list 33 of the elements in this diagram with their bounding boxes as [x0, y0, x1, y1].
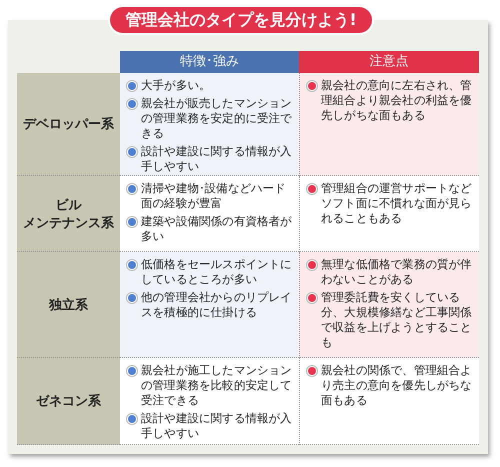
bullet-text: 親会社が販売したマンションの管理業務を安定的に受注できる: [141, 96, 293, 141]
row-label: デベロッパー系: [23, 116, 114, 133]
bullet-text: 親会社の関係で、管理組合より売主の意向を優先しがちな面もある: [321, 363, 473, 408]
row-label: ビルメンテナンス系: [23, 196, 114, 232]
table-cell: [120, 358, 299, 445]
row-label: ゼネコン系: [36, 392, 101, 410]
table-cell: [120, 252, 299, 358]
title: 管理会社のタイプを見分けよう!: [110, 7, 372, 33]
bullet-text: 他の管理会社からのリプレイスを積極的に仕掛ける: [141, 290, 293, 320]
row-header: [17, 252, 120, 358]
bullet-text: 低価格をセールスポイントにしているところが多い: [141, 257, 293, 287]
table-cell: [120, 73, 299, 176]
column-header: 特徴･強み: [120, 51, 299, 73]
bullet-text: 設計や建設に関する情報が入手しやすい: [141, 411, 293, 441]
row-header: [17, 176, 120, 252]
column-header: 注意点: [299, 51, 479, 73]
bullet-text: 大手が多い。: [141, 78, 212, 93]
table-cell: [299, 252, 479, 358]
row-label: 独立系: [49, 296, 88, 314]
bullet-text: 親会社の意向に左右され、管理組合より親会社の利益を優先しがちな面もある: [321, 78, 473, 123]
row-header: [17, 73, 120, 176]
bullet-text: 親会社が施工したマンションの管理業務を比較的安定して受注できる: [141, 363, 293, 408]
bullet-text: 設計や建設に関する情報が入手しやすい: [141, 144, 293, 174]
bullet-text: 管理組合の運営サポートなどソフト面に不慣れな面が見られることもある: [321, 181, 473, 226]
table-cell: [299, 176, 479, 252]
bullet-text: 建築や設備関係の有資格者が多い: [141, 214, 293, 244]
bullet-text: 管理委託費を安くしている分、大規模修繕など工事関係で収益を上げようとすることも: [321, 290, 473, 350]
bullet-text: 清掃や建物･設備などハード面の経験が豊富: [141, 181, 287, 211]
row-header: [17, 358, 120, 445]
table-cell: [120, 176, 299, 252]
table-cell: [299, 73, 479, 176]
bullet-text: 無理な低価格で業務の質が伴わないことがある: [321, 257, 473, 287]
table-cell: [299, 358, 479, 445]
